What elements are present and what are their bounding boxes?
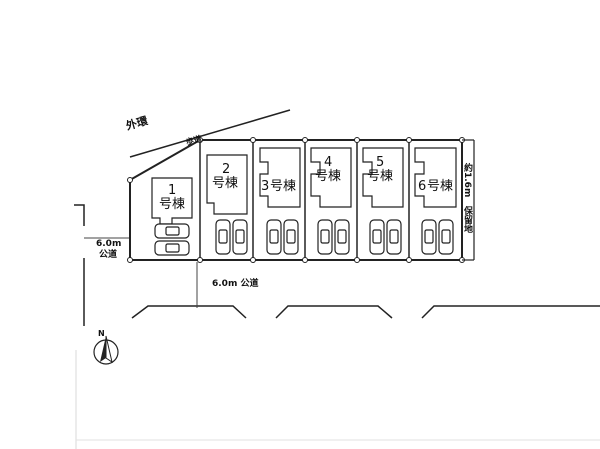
outer-ring-road-line (129, 109, 291, 158)
north-label: N (98, 329, 105, 338)
bottom-road-label: 6.0m 公道 (212, 279, 259, 289)
left-road-width-label: 6.0m (96, 239, 122, 249)
house-4-suffix: 号棟 (315, 169, 342, 184)
lot-dividers (199, 140, 410, 260)
house-6-number: 6 (418, 179, 427, 194)
parking-car-h2 (154, 240, 190, 256)
house-4-footprint (310, 147, 352, 208)
house-5-suffix: 号棟 (367, 169, 394, 184)
reserved-land-label: 保留地 (462, 206, 472, 233)
left-road-edge (74, 204, 85, 226)
house-3-footprint (259, 147, 301, 208)
bottom-road-edge-1 (131, 305, 247, 319)
house-3-suffix: 号棟 (270, 179, 297, 194)
house-5-number: 5 (376, 155, 385, 170)
north-arrow-icon (93, 335, 119, 365)
house-4-number: 4 (324, 155, 333, 170)
house-6-footprint (414, 147, 457, 208)
bottom-road-edge-3 (421, 305, 600, 319)
boundary-markers (127, 137, 465, 263)
parking-car-3b (283, 219, 299, 255)
parking-car-5a (369, 219, 385, 255)
house-2-number: 2 (222, 162, 231, 177)
bottom-road-edge-2 (275, 305, 393, 319)
parking-car-h1 (154, 223, 190, 239)
house-3-number: 3 (261, 179, 270, 194)
reserved-width-label: 約1.6m (462, 163, 472, 198)
parking-car-2b (232, 219, 248, 255)
left-road-type-label: 公道 (99, 250, 118, 260)
reserved-land-strip (462, 139, 475, 261)
house-5-footprint (362, 147, 404, 208)
parking-car-4b (334, 219, 350, 255)
house-2-suffix: 号棟 (212, 176, 239, 191)
parking-car-5b (386, 219, 402, 255)
parking-car-6a (421, 219, 437, 255)
house-footprints (151, 147, 457, 225)
house-6-suffix: 号棟 (427, 179, 454, 194)
house-1-number: 1 (168, 183, 177, 198)
parking-car-6b (438, 219, 454, 255)
parking-car-3a (266, 219, 282, 255)
parking-car-2a (215, 219, 231, 255)
property-boundary (129, 139, 463, 261)
house-2-footprint (206, 154, 248, 215)
house-1-suffix: 号棟 (159, 197, 186, 212)
parking-lots (154, 219, 454, 256)
parking-car-4a (317, 219, 333, 255)
